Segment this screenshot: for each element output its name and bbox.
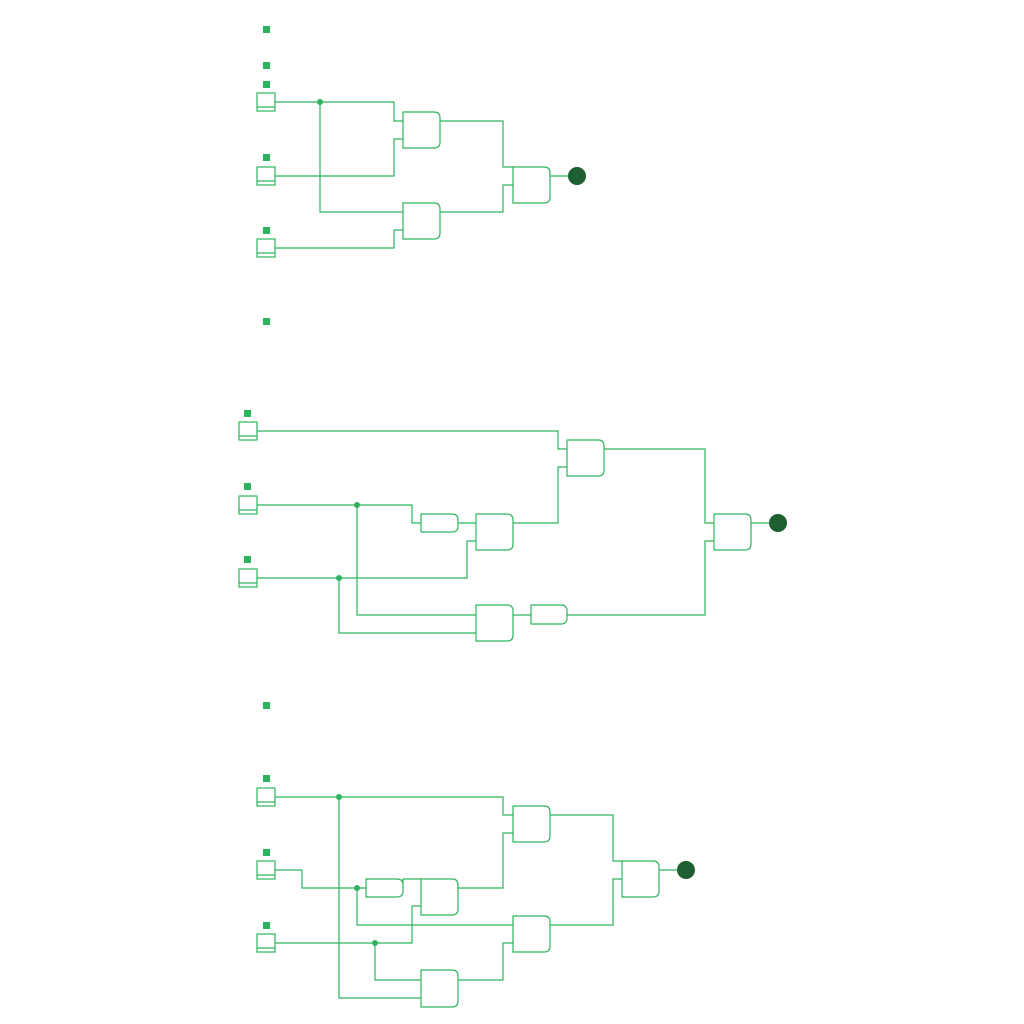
and-gate-icon[interactable]	[420, 969, 459, 1008]
input-label-tag	[244, 556, 251, 563]
junction-dot-icon	[354, 502, 360, 508]
and-gate-icon[interactable]	[402, 202, 441, 240]
input-pin-icon[interactable]	[256, 238, 276, 258]
junction-dot-icon	[372, 940, 378, 946]
input-a[interactable]	[256, 775, 276, 807]
wires	[275, 101, 568, 249]
marker-square	[263, 26, 270, 33]
and-gate-icon[interactable]	[402, 111, 441, 149]
marker-square	[263, 62, 270, 69]
input-pin-icon[interactable]	[256, 933, 276, 953]
circuit-2	[238, 410, 787, 642]
input-a[interactable]	[256, 81, 276, 112]
junction-dot-icon	[317, 99, 323, 105]
input-label-tag	[263, 154, 270, 161]
input-b[interactable]	[238, 483, 258, 515]
input-label-tag	[244, 483, 251, 490]
buffer-icon[interactable]	[530, 604, 568, 625]
input-label-tag	[263, 849, 270, 856]
and-gate-icon[interactable]	[512, 166, 551, 204]
input-c[interactable]	[256, 227, 276, 258]
output-lamp-icon	[568, 167, 586, 185]
and-gate-icon[interactable]	[512, 915, 551, 953]
junction-dot-icon	[336, 794, 342, 800]
wires	[257, 430, 769, 634]
input-pin-icon[interactable]	[256, 787, 276, 807]
input-label-tag	[263, 81, 270, 88]
and-gate-icon[interactable]	[420, 878, 459, 916]
input-c[interactable]	[238, 556, 258, 588]
and-gate-icon[interactable]	[512, 805, 551, 843]
and-gate-icon[interactable]	[475, 513, 514, 551]
and-gate-icon[interactable]	[713, 513, 752, 551]
circuit-1	[256, 81, 586, 258]
input-label-tag	[263, 922, 270, 929]
input-b[interactable]	[256, 154, 276, 186]
input-pin-icon[interactable]	[238, 421, 258, 441]
input-label-tag	[244, 410, 251, 417]
and-gate-icon[interactable]	[621, 860, 660, 898]
input-b[interactable]	[256, 849, 276, 880]
input-pin-icon[interactable]	[238, 495, 258, 515]
marker-square	[263, 702, 270, 709]
input-pin-icon[interactable]	[256, 92, 276, 112]
input-pin-icon[interactable]	[256, 860, 276, 880]
marker-square	[263, 318, 270, 325]
buffer-icon[interactable]	[365, 878, 404, 898]
circuit-3	[256, 775, 695, 1008]
buffer-icon[interactable]	[420, 513, 459, 533]
input-label-tag	[263, 227, 270, 234]
input-label-tag	[263, 775, 270, 782]
marker-squares	[263, 26, 270, 709]
wires	[275, 796, 677, 999]
output-lamp-icon	[677, 861, 695, 879]
junction-dot-icon	[336, 575, 342, 581]
input-pin-icon[interactable]	[238, 568, 258, 588]
and-gate-icon[interactable]	[566, 439, 605, 477]
input-pin-icon[interactable]	[256, 166, 276, 186]
input-a[interactable]	[238, 410, 258, 441]
input-c[interactable]	[256, 922, 276, 953]
and-gate-icon[interactable]	[475, 604, 514, 642]
junction-dot-icon	[354, 885, 360, 891]
output-lamp-icon	[769, 514, 787, 532]
